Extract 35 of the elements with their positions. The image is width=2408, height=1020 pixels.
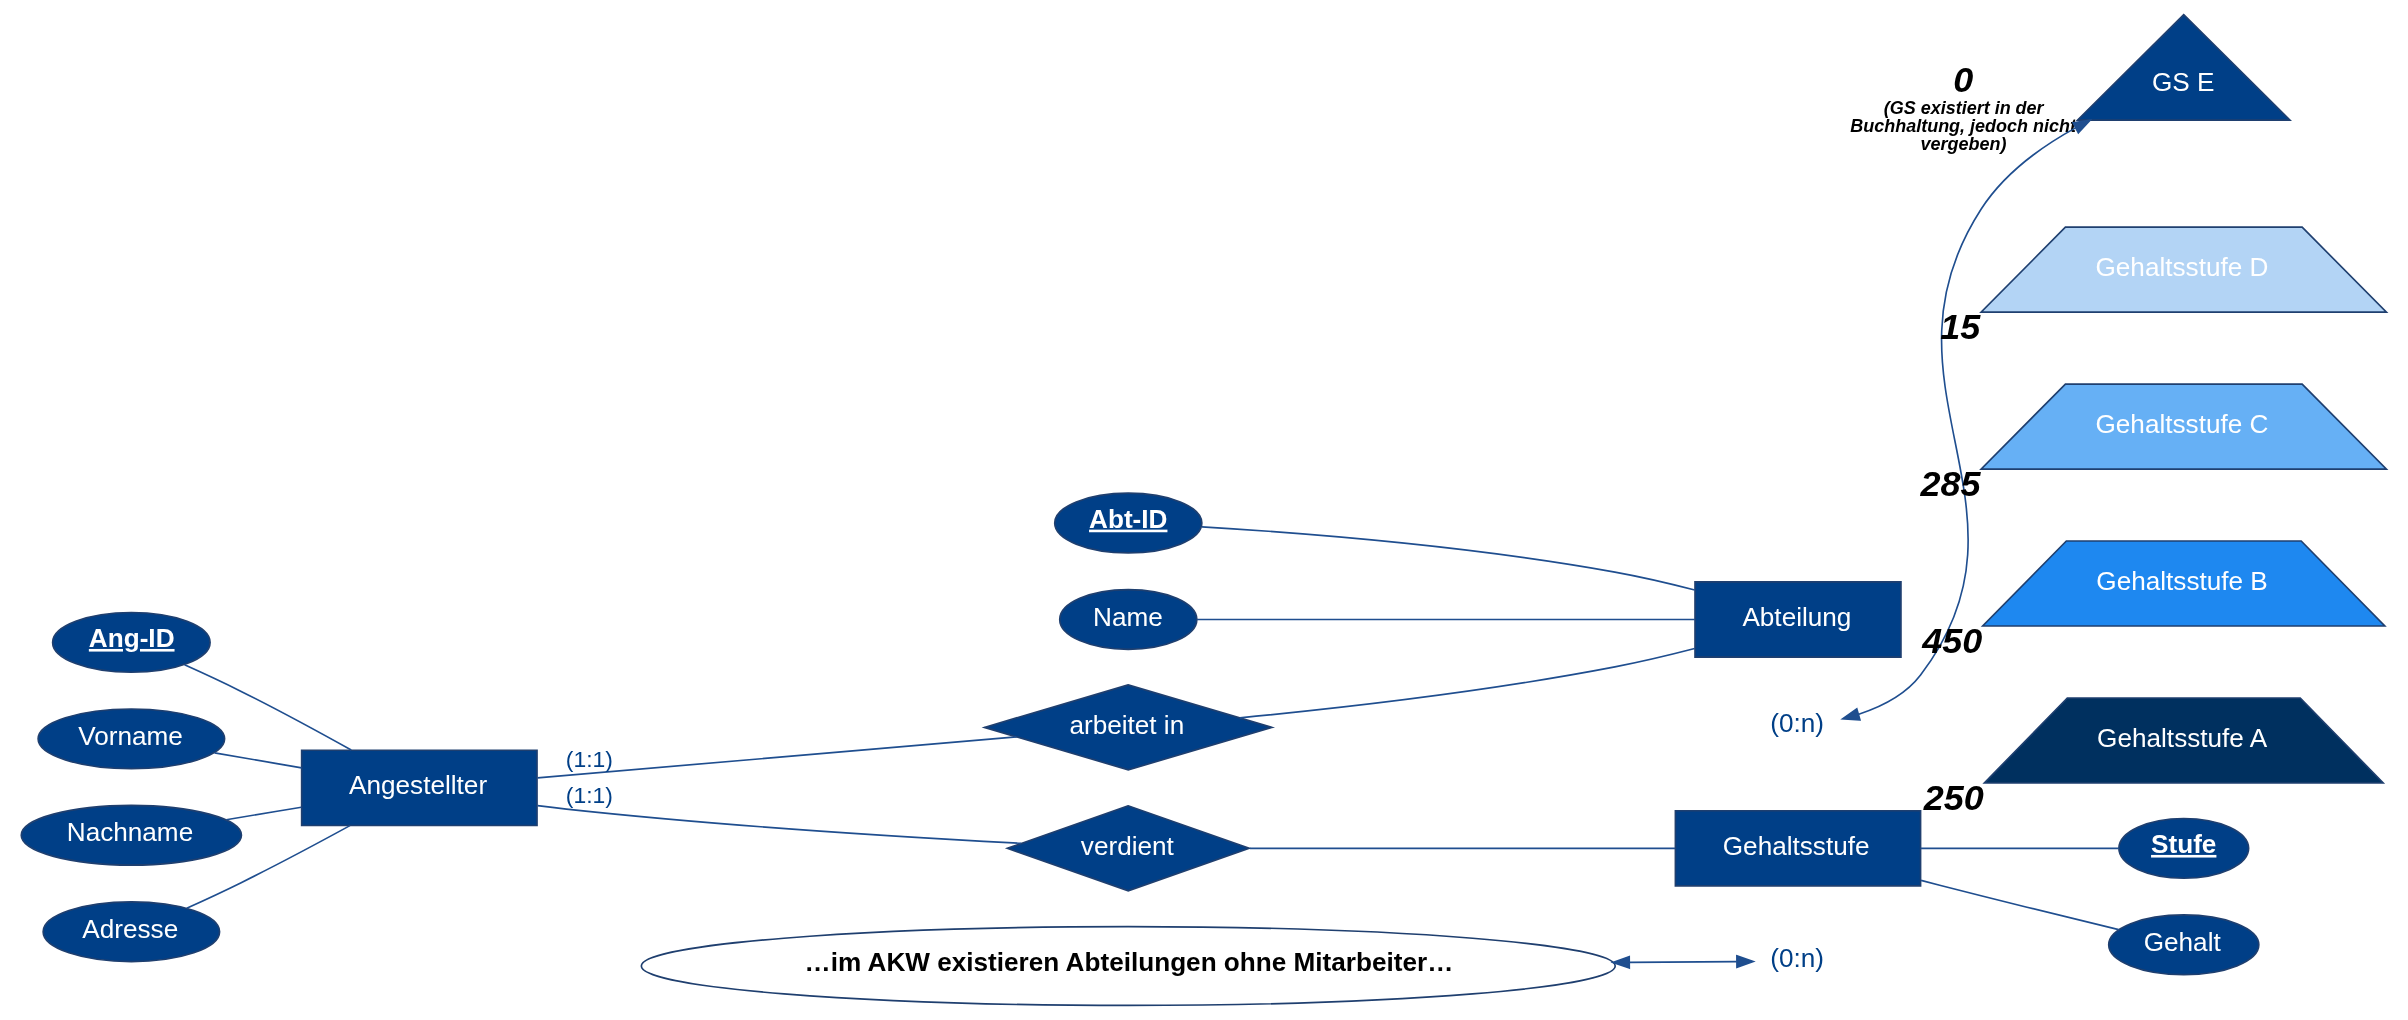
connector bbox=[183, 664, 353, 751]
connector bbox=[1239, 647, 1696, 719]
node-ellipse: Name bbox=[1058, 588, 1198, 651]
node-label: 0 bbox=[1953, 59, 1974, 101]
node-ellipse: Gehalt bbox=[2107, 914, 2260, 976]
node-ellipse: Ang-ID bbox=[51, 611, 211, 674]
node-diamond: arbeitet in bbox=[981, 684, 1275, 771]
arrow bbox=[1840, 119, 2093, 721]
node-ellipse: Nachname bbox=[20, 804, 243, 866]
node-ellipse: Stufe bbox=[2118, 817, 2250, 880]
node-box: Abteilung bbox=[1694, 581, 1902, 658]
connector bbox=[1919, 847, 2120, 850]
node-ellipse: Abt-ID bbox=[1053, 492, 1203, 554]
connector bbox=[536, 804, 1022, 845]
connector bbox=[536, 736, 1018, 779]
connector bbox=[1249, 847, 1676, 850]
node-ellipse: …im AKW existieren Abteilungen ohne Mitarbeiter… bbox=[640, 925, 1617, 1007]
arrow bbox=[1610, 954, 1756, 970]
connector bbox=[225, 806, 303, 821]
edge-label: (1:1) bbox=[565, 781, 613, 808]
connector bbox=[1201, 526, 1696, 591]
edge-label: (1:1) bbox=[565, 745, 613, 772]
node-label: 250 bbox=[1923, 777, 1984, 819]
node-diamond: verdient bbox=[1004, 804, 1252, 892]
node-ellipse: Adresse bbox=[42, 901, 221, 963]
connector bbox=[213, 752, 303, 769]
connector bbox=[1920, 879, 2120, 931]
node-ellipse: Vorname bbox=[37, 708, 226, 770]
node-text: (0:n) bbox=[1770, 707, 1824, 738]
node-box: Gehaltsstufe bbox=[1674, 809, 1922, 887]
node-label: (GS existiert in der Buchhaltung, jedoch nicht vergeben) bbox=[1850, 98, 2076, 155]
connector bbox=[185, 824, 351, 910]
node-text: (0:n) bbox=[1770, 943, 1824, 974]
connector bbox=[1196, 618, 1696, 621]
node-box: Angestellter bbox=[300, 749, 538, 827]
